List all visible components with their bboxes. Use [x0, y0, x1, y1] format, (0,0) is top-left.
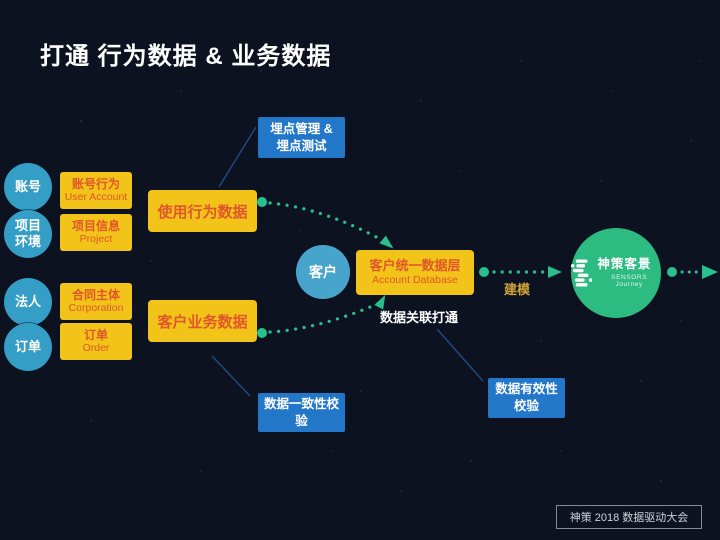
connector-start-dot — [257, 328, 267, 338]
connector-start-dot — [257, 197, 267, 207]
background-stars — [0, 0, 2, 2]
sensors-journey-circle: 神策客景 SENSORS Journey — [571, 228, 661, 318]
brand-to-edge-connector — [667, 265, 718, 279]
entity-box-subtitle: User Account — [64, 191, 128, 204]
entity-circle-order: 订单 — [4, 323, 52, 371]
connector-start-dot — [479, 267, 489, 277]
behavior-to-datalayer-connector — [257, 197, 394, 249]
entity-circle-project-env: 项目环境 — [4, 210, 52, 258]
connector-start-dot — [667, 267, 677, 277]
arrowhead-icon — [548, 266, 562, 278]
modeling-label: 建模 — [504, 282, 531, 297]
entity-box-title: 项目信息 — [71, 219, 120, 233]
data-linking-label: 数据关联打通 — [380, 310, 459, 325]
datalayer-title: 客户统一数据层 — [369, 257, 461, 273]
business-to-datalayer-connector — [257, 294, 386, 338]
entity-box-project: 项目信息 Project — [60, 214, 132, 251]
entity-circle-account: 账号 — [4, 163, 52, 211]
entity-box-title: 订单 — [83, 328, 108, 342]
datalayer-subtitle: Account Database — [372, 274, 458, 287]
entity-box-subtitle: Corporation — [68, 302, 124, 315]
validity-leader-line — [436, 328, 484, 382]
conference-badge: 神策 2018 数据驱动大会 — [556, 505, 702, 529]
entity-box-corporation: 合同主体 Corporation — [60, 283, 132, 320]
entity-circle-label: 项目环境 — [14, 218, 41, 249]
entity-circle-label: 法人 — [14, 294, 41, 310]
entity-box-user-account: 账号行为 User Account — [60, 172, 132, 209]
entity-circle-label: 账号 — [14, 179, 41, 195]
tracking-leader-line — [218, 126, 257, 188]
entity-box-order: 订单 Order — [60, 323, 132, 360]
entity-circle-legal-person: 法人 — [4, 278, 52, 326]
slide-title: 打通 行为数据 & 业务数据 — [40, 43, 332, 70]
entity-box-title: 账号行为 — [71, 177, 120, 191]
dotted-curve — [268, 201, 382, 241]
business-data-box: 客户业务数据 — [148, 300, 257, 342]
brand-text: 神策客景 SENSORS Journey — [597, 256, 661, 289]
consistency-leader-line — [211, 355, 251, 397]
entity-box-subtitle: Project — [79, 233, 113, 246]
dotted-curve — [268, 303, 377, 334]
data-validity-box: 数据有效性 校验 — [488, 378, 565, 418]
datalayer-to-brand-connector — [479, 266, 562, 278]
arrowhead-icon — [702, 265, 718, 279]
entity-circle-label: 订单 — [14, 339, 41, 355]
entity-box-subtitle: Order — [82, 342, 110, 355]
unified-datalayer-box: 客户统一数据层 Account Database — [356, 250, 474, 295]
entity-box-title: 合同主体 — [71, 288, 120, 302]
tracking-management-box: 埋点管理 & 埋点测试 — [258, 117, 345, 158]
data-consistency-box: 数据一致性校 验 — [258, 393, 345, 432]
sensors-logo-icon — [571, 259, 593, 287]
customer-circle: 客户 — [296, 245, 350, 299]
brand-name: 神策客景 — [597, 256, 652, 271]
brand-subtitle: SENSORS Journey — [611, 274, 648, 289]
behavior-data-box: 使用行为数据 — [148, 190, 257, 232]
